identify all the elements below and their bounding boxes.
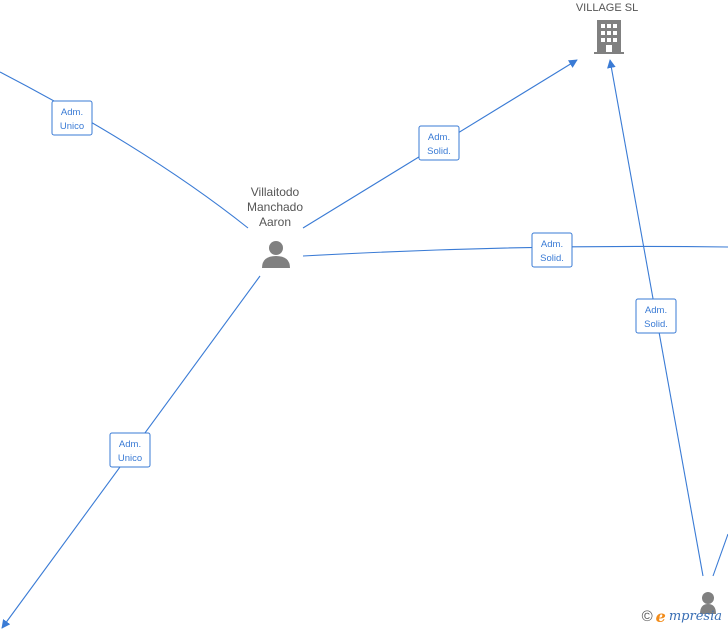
edge-label-line: Unico	[60, 121, 84, 132]
edge-label-line: Adm.	[541, 239, 563, 250]
brand-logo-text: mpresia	[668, 609, 722, 624]
edge-label-adm-solid[interactable]: Adm. Solid.	[531, 232, 573, 268]
person-name-line[interactable]: Aaron	[259, 215, 291, 229]
building-icon[interactable]	[594, 20, 624, 54]
edge-bottom-right-offscreen	[712, 533, 728, 577]
edge-label-line: Solid.	[540, 253, 564, 264]
edge-label-adm-unico[interactable]: Adm. Unico	[109, 432, 151, 468]
person-icon[interactable]	[262, 241, 290, 268]
edge-label-adm-solid[interactable]: Adm. Solid.	[418, 125, 460, 161]
edge-left-to-person	[0, 71, 249, 229]
edge-label-adm-solid[interactable]: Adm. Solid.	[635, 298, 677, 334]
edge-label-adm-unico[interactable]: Adm. Unico	[51, 100, 93, 136]
edge-label-line: Solid.	[644, 319, 668, 330]
copyright-symbol: ©	[641, 608, 653, 625]
edge-person-to-right	[302, 245, 728, 257]
edge-label-line: Unico	[118, 453, 142, 464]
person-name-line[interactable]: Manchado	[247, 200, 303, 214]
edge-label-line: Adm.	[428, 132, 450, 143]
brand-logo-initial: e	[655, 607, 666, 626]
company-name[interactable]: VILLAGE SL	[576, 2, 638, 14]
edge-label-line: Solid.	[427, 146, 451, 157]
person-icon[interactable]	[700, 592, 716, 614]
edge-label-line: Adm.	[645, 305, 667, 316]
person-name-line[interactable]: Villaitodo	[251, 185, 300, 199]
edge-label-line: Adm.	[61, 107, 83, 118]
edge-label-line: Adm.	[119, 439, 141, 450]
